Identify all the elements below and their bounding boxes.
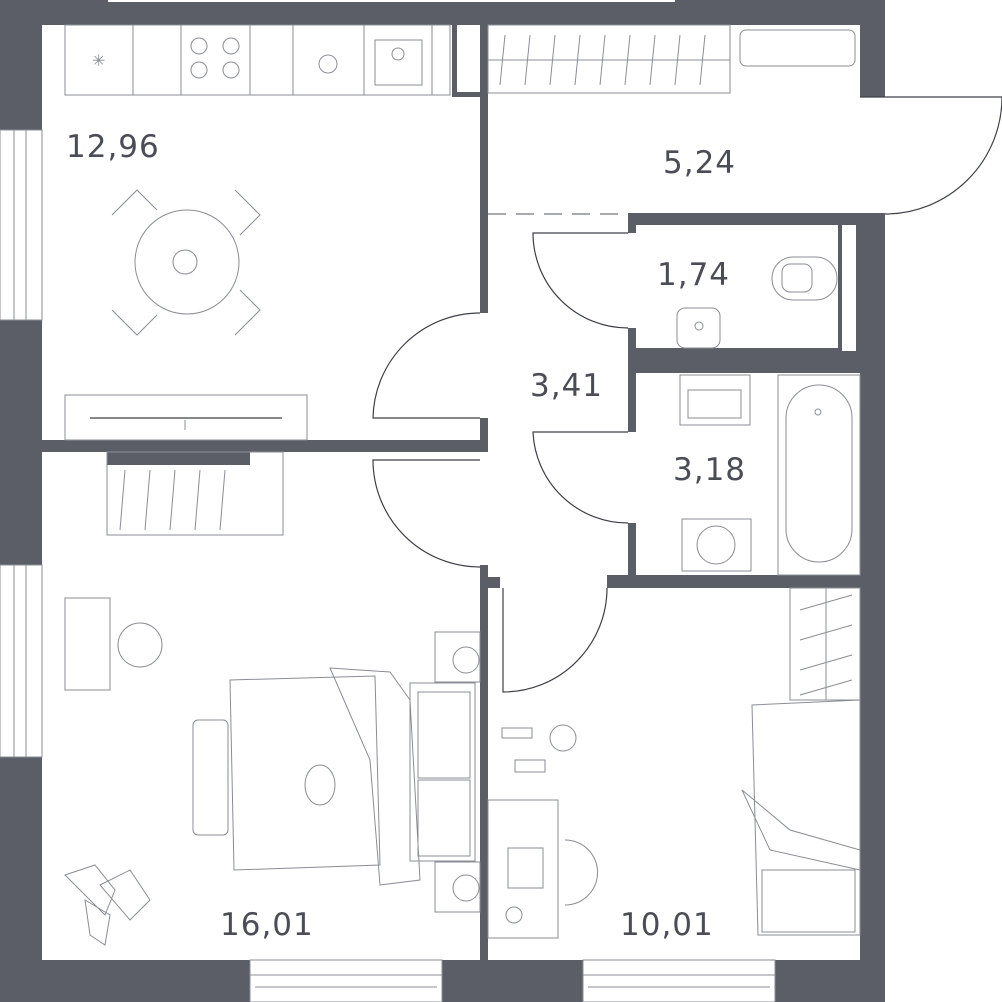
wc-sink-icon	[676, 307, 721, 349]
interior-walls	[42, 25, 885, 960]
desk-icon	[487, 799, 598, 939]
toilet-door	[532, 232, 629, 329]
area-label-toilet: 1,74	[657, 257, 730, 293]
bedroom-large-door	[372, 459, 481, 568]
single-bed-icon	[741, 699, 861, 936]
window-kitchen	[0, 129, 43, 321]
toilet-icon	[771, 256, 838, 301]
area-label-bedroom-large: 16,01	[220, 907, 314, 943]
bedroom-large-furniture	[64, 451, 481, 946]
area-label-bedroom-small: 10,01	[620, 907, 714, 943]
area-label-entrance: 5,24	[663, 145, 736, 181]
plant-icon	[64, 864, 151, 946]
tv-unit-icon	[64, 394, 308, 441]
fridge-icon: ✳	[92, 53, 105, 70]
dining-table-icon	[111, 189, 261, 336]
window-bottom-right	[582, 959, 776, 1002]
entrance-door	[860, 96, 1002, 215]
sink-icon	[374, 39, 423, 86]
area-label-kitchen: 12,96	[66, 129, 160, 165]
washing-machine-icon	[681, 518, 752, 572]
bathtub-icon	[777, 374, 861, 576]
hall-furniture	[487, 24, 856, 94]
windows	[0, 0, 776, 1002]
faucet-icon	[318, 54, 338, 74]
area-label-bathroom: 3,18	[673, 452, 746, 488]
area-label-hall: 3,41	[530, 368, 603, 404]
kitchen-door	[372, 312, 481, 419]
area-labels: 12,96 5,24 1,74 3,41 3,18 16,01 10,01	[66, 129, 746, 943]
bathroom-door	[532, 431, 629, 524]
doors	[372, 96, 1002, 693]
bathroom-furniture	[676, 256, 861, 576]
double-bed-icon	[229, 667, 476, 886]
bath-sink-icon	[679, 374, 751, 426]
window-bedroom-large	[0, 564, 43, 758]
toys-icon	[501, 724, 577, 773]
cooktop-icon	[190, 37, 240, 79]
cat-icon	[304, 764, 336, 806]
window-bottom-left	[249, 959, 443, 1002]
bedroom-small-furniture	[487, 587, 861, 939]
bedroom-small-door	[502, 587, 608, 693]
kitchen-furniture: ✳	[64, 24, 451, 441]
